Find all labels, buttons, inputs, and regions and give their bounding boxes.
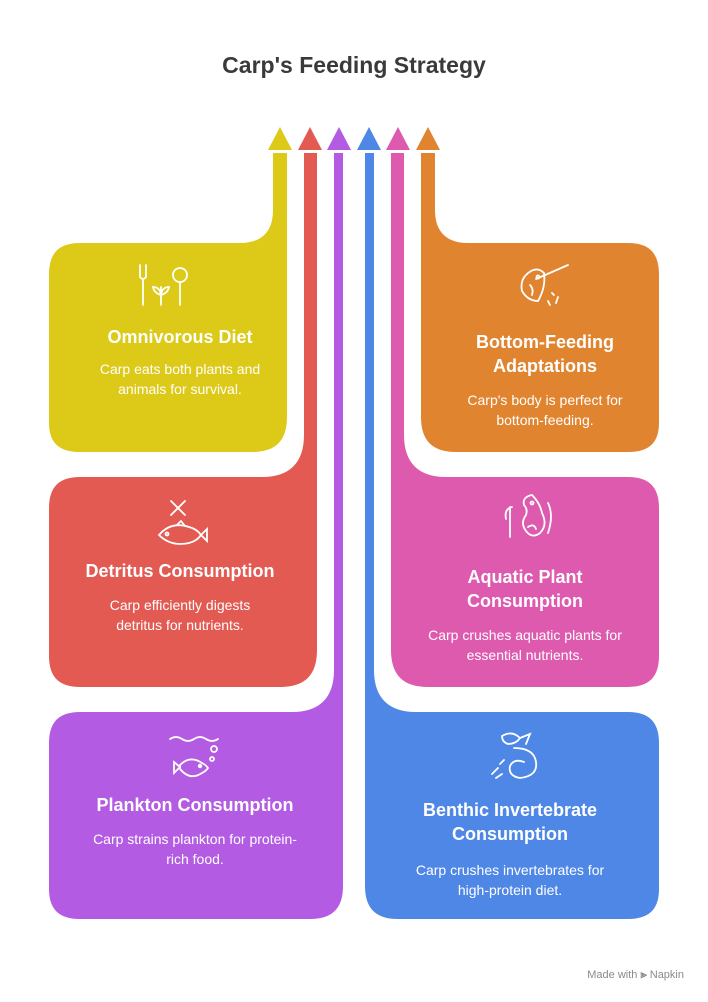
aquatic-plant-card: Aquatic Plant Consumption Carp crushes a… <box>410 565 640 665</box>
aquatic-plant-stem <box>385 147 665 693</box>
plankton-arrowhead <box>327 127 351 150</box>
plankton-description: Carp strains plankton for protein-rich f… <box>93 831 297 867</box>
fork-spoon-plant-icon <box>139 264 188 306</box>
brand-label: Napkin <box>649 969 684 981</box>
omnivorous-description: Carp eats both plants and animals for su… <box>99 361 261 397</box>
benthic-description: Carp crushes invertebrates for high-prot… <box>415 862 605 898</box>
bottom-feeding-arrowhead <box>416 127 440 150</box>
benthic-card: Benthic Invertebrate Consumption Carp cr… <box>390 798 630 900</box>
diagram-title: Carp's Feeding Strategy <box>222 52 486 78</box>
detritus-card: Detritus Consumption Carp efficiently di… <box>50 559 310 635</box>
omnivorous-arrowhead <box>268 127 292 150</box>
bottom-feeding-description: Carp's body is perfect for bottom-feedin… <box>467 392 623 428</box>
fish-splash-icon <box>491 732 538 779</box>
fish-water-bubbles-icon <box>169 736 219 778</box>
footer-credit: Made with ⪢ Napkin <box>587 969 684 982</box>
bottom-feeding-card: Bottom-Feeding Adaptations Carp's body i… <box>440 330 650 430</box>
napkin-logo-icon: ⪢ <box>640 969 647 981</box>
detritus-description: Carp efficiently digests detritus for nu… <box>109 597 251 633</box>
bottom-feeding-title: Bottom-Feeding Adaptations <box>476 332 614 376</box>
benthic-arrowhead <box>357 127 381 150</box>
benthic-stem <box>359 147 665 925</box>
omnivorous-stem <box>43 147 293 458</box>
fish-cross-icon <box>157 500 208 545</box>
aquatic-plant-arrowhead <box>386 127 410 150</box>
made-with-label: Made with <box>587 969 638 981</box>
plankton-stem <box>43 147 349 925</box>
bottom-feeding-stem <box>415 147 665 458</box>
detritus-arrowhead <box>298 127 322 150</box>
aquatic-plant-description: Carp crushes aquatic plants for essentia… <box>428 627 622 663</box>
detritus-stem <box>43 147 323 693</box>
fish-hook-icon <box>520 264 569 306</box>
aquatic-plant-title: Aquatic Plant Consumption <box>467 567 583 611</box>
benthic-title: Benthic Invertebrate Consumption <box>422 800 598 844</box>
seahorse-plant-icon <box>504 494 552 538</box>
plankton-card: Plankton Consumption Carp strains plankt… <box>50 793 340 869</box>
omnivorous-title: Omnivorous Diet <box>107 327 253 347</box>
plankton-title: Plankton Consumption <box>96 795 294 815</box>
omnivorous-card: Omnivorous Diet Carp eats both plants an… <box>60 325 300 399</box>
detritus-title: Detritus Consumption <box>85 561 275 581</box>
